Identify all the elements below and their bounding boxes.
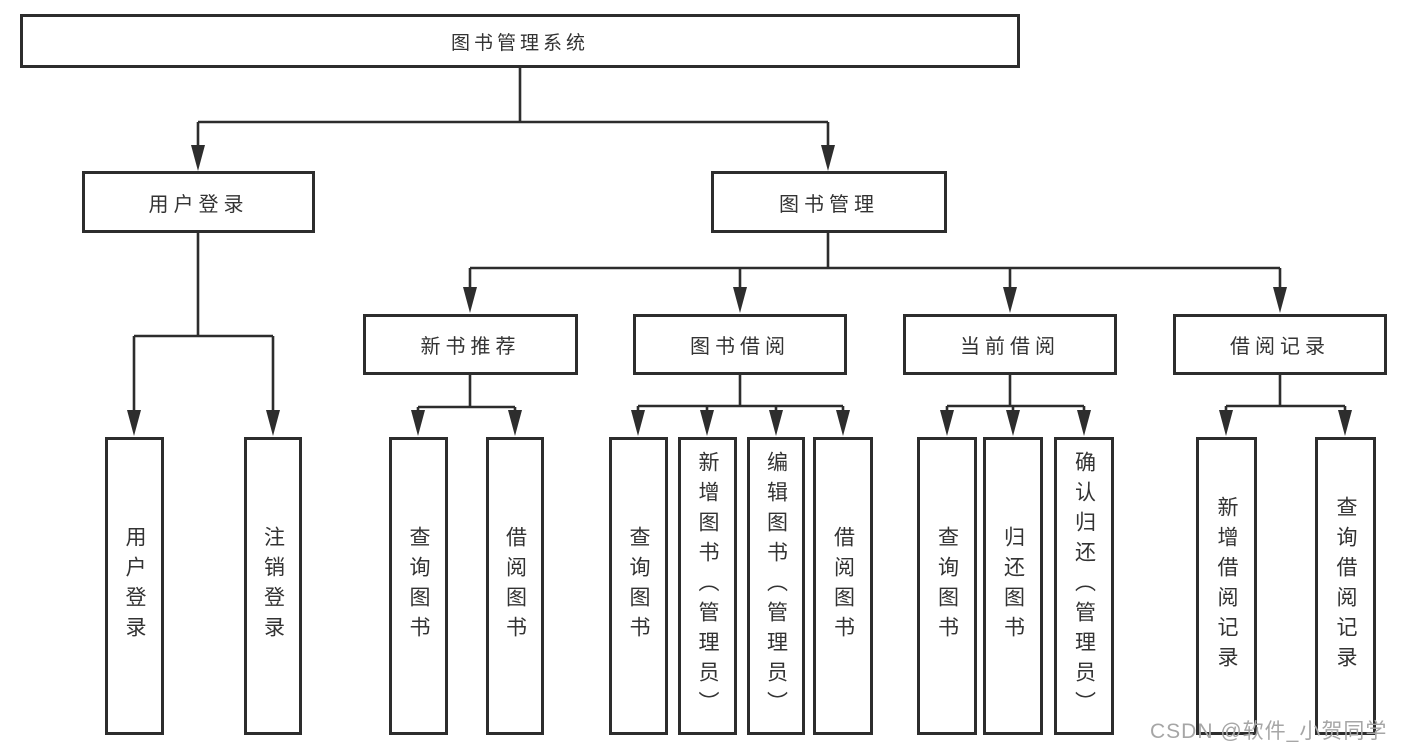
node-current-borrowing: 当前借阅 xyxy=(903,314,1117,375)
leaf-user-login: 用户登录 xyxy=(105,437,164,735)
leaf-borrow-books-borrowing: 借阅图书 xyxy=(813,437,873,735)
leaf-query-books-current: 查询图书 xyxy=(917,437,977,735)
node-new-book-recommend: 新书推荐 xyxy=(363,314,578,375)
node-book-borrowing: 图书借阅 xyxy=(633,314,847,375)
leaf-query-books-recommend: 查询图书 xyxy=(389,437,448,735)
leaf-edit-book-admin: 编辑图书（管理员） xyxy=(747,437,805,735)
leaf-logout: 注销登录 xyxy=(244,437,302,735)
leaf-confirm-return-admin: 确认归还（管理员） xyxy=(1054,437,1114,735)
csdn-watermark: CSDN @软件_小贺同学 xyxy=(1150,720,1388,743)
leaf-add-book-admin: 新增图书（管理员） xyxy=(678,437,737,735)
node-library-system: 图书管理系统 xyxy=(20,14,1020,68)
leaf-query-books-borrowing: 查询图书 xyxy=(609,437,668,735)
leaf-borrow-books-recommend: 借阅图书 xyxy=(486,437,544,735)
node-borrowing-records: 借阅记录 xyxy=(1173,314,1387,375)
leaf-query-borrow-record: 查询借阅记录 xyxy=(1315,437,1376,735)
node-book-management: 图书管理 xyxy=(711,171,947,233)
node-user-login: 用户登录 xyxy=(82,171,315,233)
leaf-add-borrow-record: 新增借阅记录 xyxy=(1196,437,1257,735)
leaf-return-books: 归还图书 xyxy=(983,437,1043,735)
